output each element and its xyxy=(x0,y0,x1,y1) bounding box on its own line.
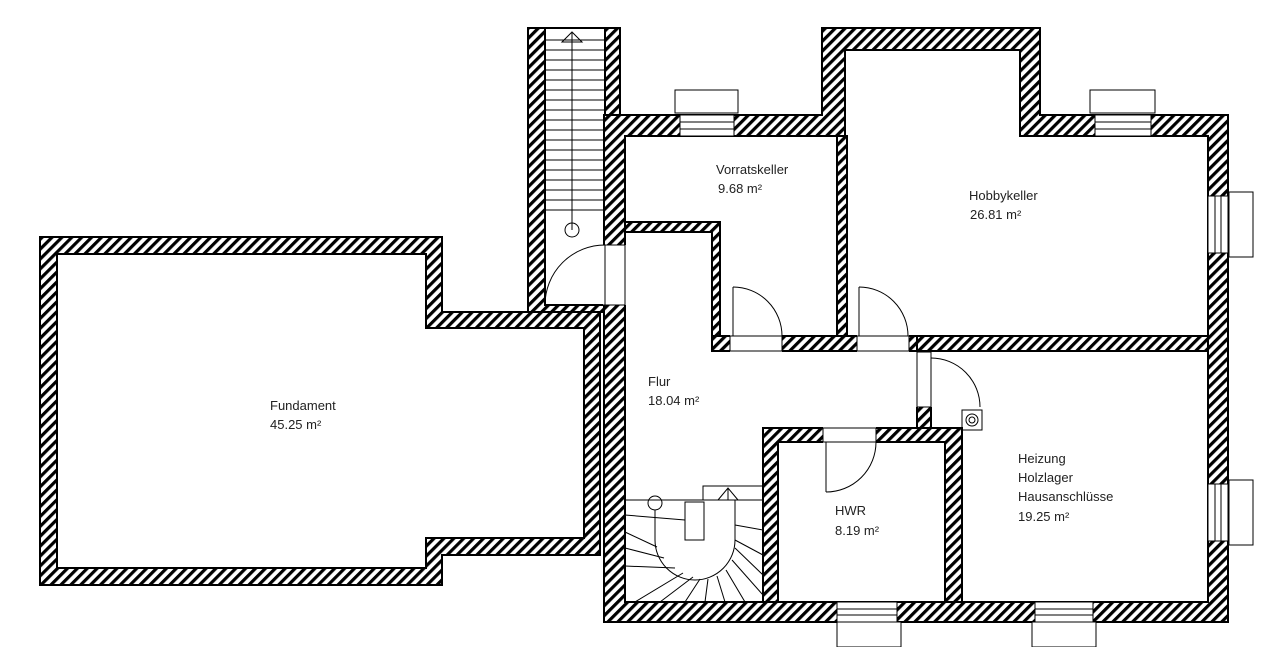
room-area: 9.68 m² xyxy=(718,181,763,196)
room-area: 18.04 m² xyxy=(648,393,700,408)
fundament-walls xyxy=(39,236,601,586)
room-label-heizung: Heizung Holzlager Hausanschlüsse 19.25 m… xyxy=(1018,451,1113,524)
room-name-line: Heizung xyxy=(1018,451,1066,466)
room-label-flur: Flur 18.04 m² xyxy=(648,374,700,408)
door-heizung xyxy=(916,351,981,408)
house-outer-walls xyxy=(603,27,1229,623)
room-area: 19.25 m² xyxy=(1018,509,1070,524)
room-name-line: Hausanschlüsse xyxy=(1018,489,1113,504)
room-label-hobbykeller: Hobbykeller 26.81 m² xyxy=(969,188,1038,222)
room-name: Hobbykeller xyxy=(969,188,1038,203)
door-hobbykeller xyxy=(856,286,910,352)
room-label-fundament: Fundament 45.25 m² xyxy=(270,398,336,432)
room-name: Flur xyxy=(648,374,671,389)
door-hwr xyxy=(822,427,877,493)
windows xyxy=(674,89,1254,647)
straight-stair xyxy=(545,31,605,238)
door-vorratskeller xyxy=(729,286,783,352)
chimney-icon xyxy=(961,409,983,431)
winding-stair xyxy=(624,485,764,603)
room-name: Fundament xyxy=(270,398,336,413)
door-stair-tower xyxy=(544,244,626,306)
room-label-hwr: HWR 8.19 m² xyxy=(835,503,880,538)
room-area: 8.19 m² xyxy=(835,523,880,538)
door-gaps xyxy=(603,245,933,444)
room-name: HWR xyxy=(835,503,866,518)
room-label-vorratskeller: Vorratskeller 9.68 m² xyxy=(716,162,789,196)
room-area: 45.25 m² xyxy=(270,417,322,432)
room-area: 26.81 m² xyxy=(970,207,1022,222)
room-name: Vorratskeller xyxy=(716,162,789,177)
room-name-line: Holzlager xyxy=(1018,470,1074,485)
